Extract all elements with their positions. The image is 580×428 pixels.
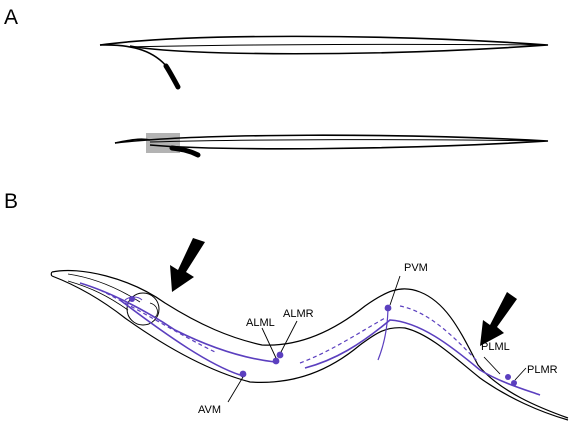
cell-bodies (129, 296, 517, 386)
panel-b-letter: B (4, 190, 18, 213)
neuron-label-almr: ALMR (283, 308, 314, 320)
neuron-label-pvm: PVM (404, 262, 428, 274)
head-neuron-body (129, 296, 135, 302)
worm-straight-top (99, 35, 549, 90)
avm-cell-body (239, 370, 247, 378)
neuron-label-avm: AVM (198, 404, 221, 416)
label-leaders (227, 275, 527, 403)
touch-arrow-anterior-icon (170, 238, 205, 292)
almr-cell-body (276, 351, 284, 359)
plmr-cell-body (511, 380, 517, 386)
neuron-label-plml: PLML (481, 341, 510, 353)
worm-bent-head (114, 133, 549, 158)
touch-arrow-posterior-icon (480, 292, 517, 346)
alml-cell-body (272, 357, 280, 365)
panel-a-letter: A (4, 6, 18, 29)
neuron-label-plmr: PLMR (527, 364, 558, 376)
neuron-label-alml: ALML (246, 317, 275, 329)
pvm-cell-body (384, 304, 392, 312)
neuron-tracks (79, 282, 541, 396)
plml-cell-body (505, 374, 511, 380)
